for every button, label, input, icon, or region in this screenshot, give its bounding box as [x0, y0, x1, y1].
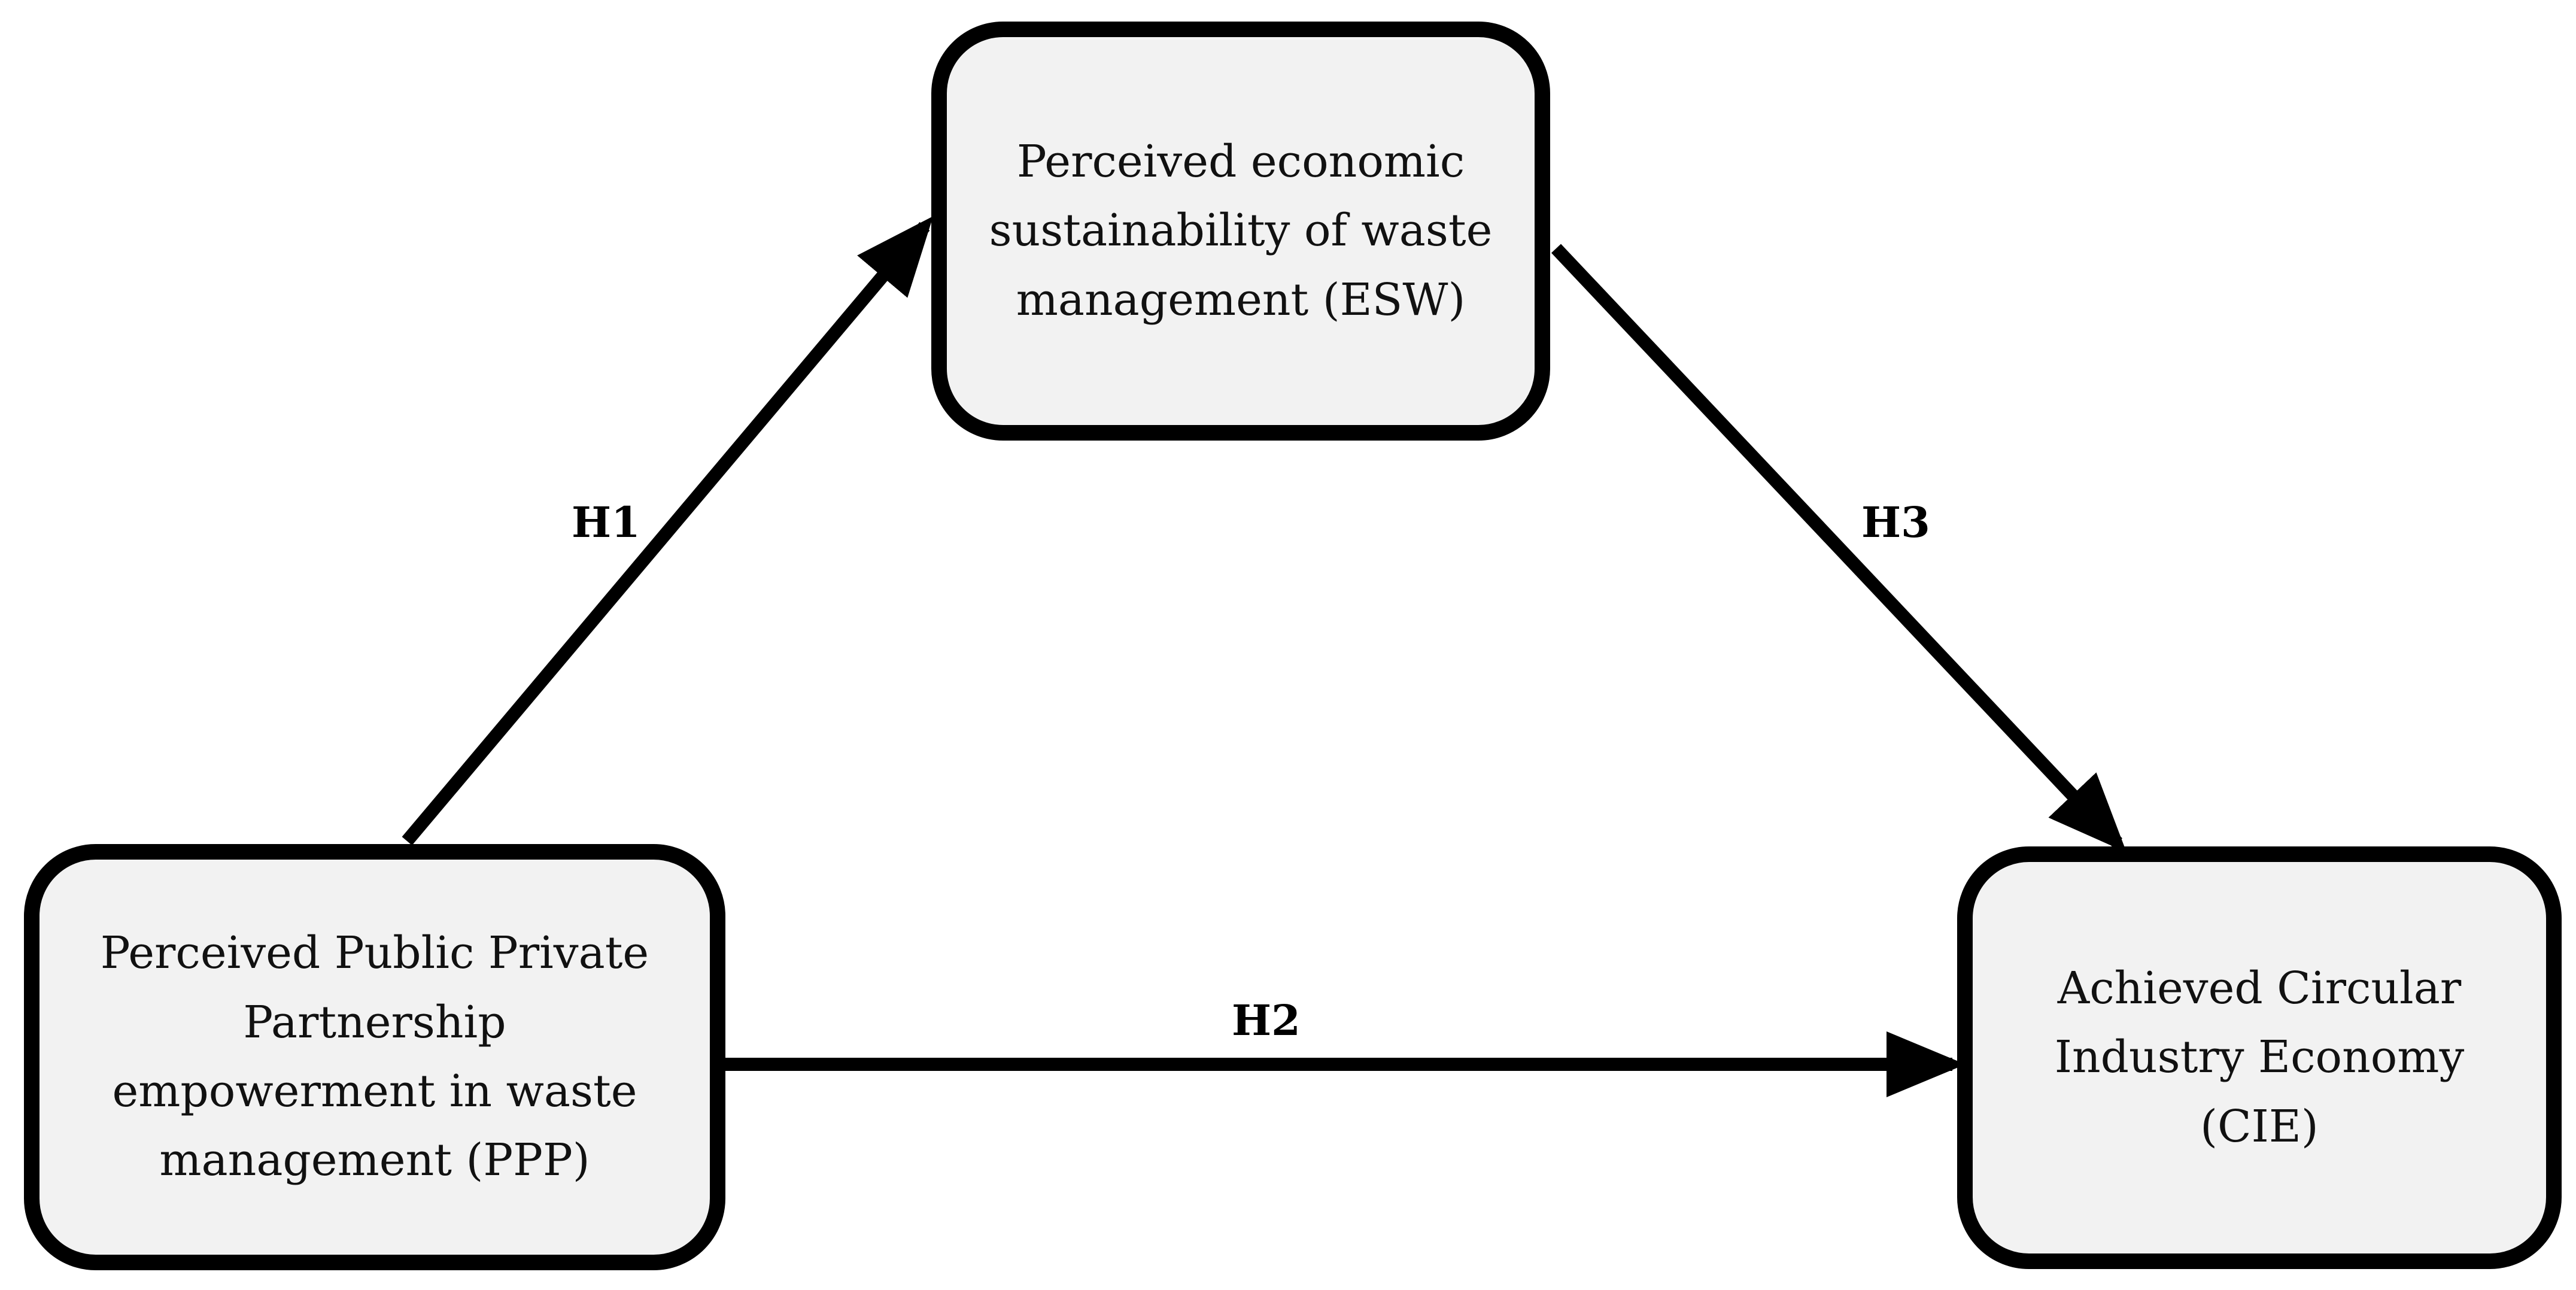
node-ppp-line: management (PPP)	[159, 1134, 590, 1186]
node-cie-line: Achieved Circular	[2057, 962, 2462, 1014]
edge-label-h3: H3	[1861, 497, 1930, 547]
node-cie-line: (CIE)	[2200, 1100, 2319, 1152]
edge-h1-arrow	[402, 216, 934, 846]
edge-label-h1: H1	[572, 497, 640, 547]
node-ppp-line: Perceived Public Private	[100, 927, 649, 979]
node-esw: Perceived economic sustainability of was…	[931, 22, 1550, 441]
node-esw-line: sustainability of waste	[989, 205, 1493, 257]
edge-h3-arrow	[1551, 244, 2127, 852]
node-ppp-line: Partnership	[243, 996, 506, 1048]
node-cie: Achieved Circular Industry Economy (CIE)	[1957, 846, 2562, 1269]
node-esw-line: Perceived economic	[1016, 135, 1465, 187]
node-ppp: Perceived Public Private Partnership emp…	[24, 844, 725, 1270]
edge-label-h2: H2	[1232, 995, 1301, 1045]
node-ppp-text: Perceived Public Private Partnership emp…	[101, 919, 649, 1195]
node-cie-line: Industry Economy	[2054, 1031, 2465, 1083]
node-esw-line: management (ESW)	[1016, 274, 1466, 326]
node-ppp-line: empowerment in waste	[112, 1066, 637, 1117]
node-esw-text: Perceived economic sustainability of was…	[989, 128, 1493, 335]
node-cie-text: Achieved Circular Industry Economy (CIE)	[2055, 954, 2465, 1161]
